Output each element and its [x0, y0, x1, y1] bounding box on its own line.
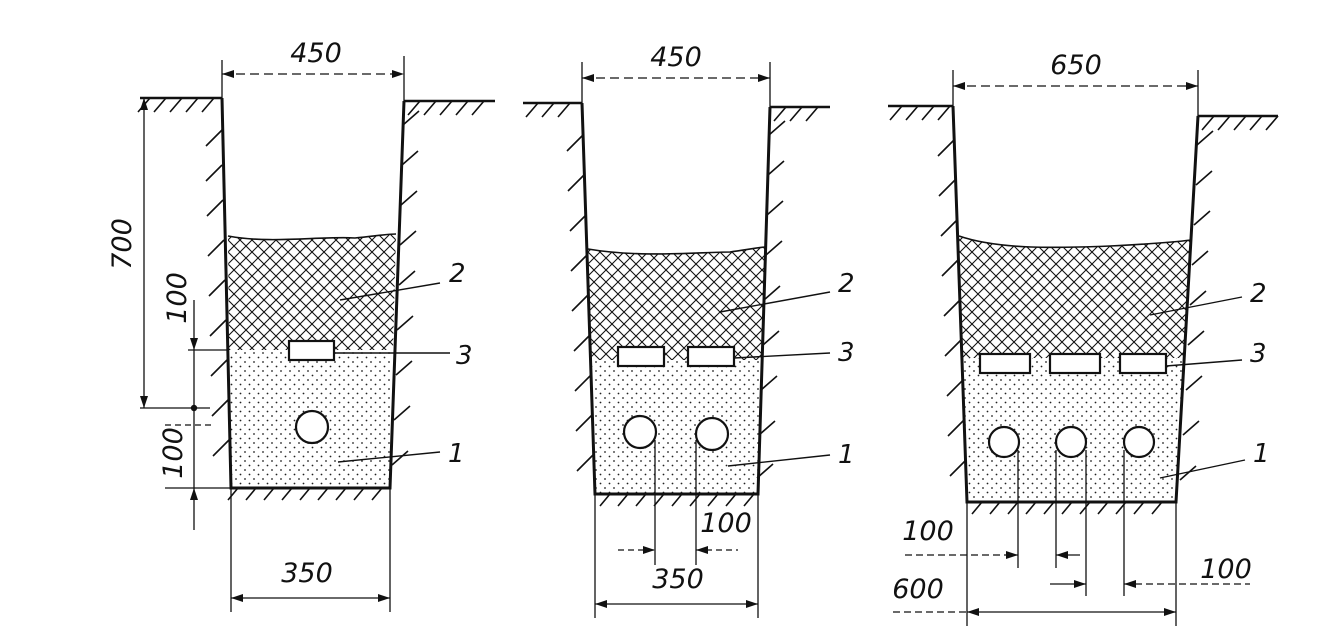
cable-pipe [622, 414, 658, 450]
cable-pipe [987, 425, 1021, 459]
cover-plate [686, 345, 736, 368]
cable-pipe [694, 416, 730, 452]
soil-hatch [1179, 130, 1214, 481]
upper-layer-label: 100 [162, 272, 193, 324]
callout-label-backfill: 2 [1250, 279, 1267, 309]
backfill-layer [588, 247, 765, 360]
cable-pipe [1054, 425, 1088, 459]
soil-hatch [566, 134, 594, 472]
pipe-spacing-label: 100 [700, 508, 752, 539]
backfill-layer [228, 234, 396, 350]
soil-hatch [205, 129, 230, 457]
trench-1: 2 3 1 450 350 700 100 100 [107, 38, 495, 612]
cable-pipe [1122, 425, 1156, 459]
callout-label-backfill: 2 [449, 259, 466, 289]
trench-wall [580, 102, 772, 496]
trench-wall [220, 97, 406, 490]
soil-hatch [137, 97, 215, 113]
soil-hatch [1201, 115, 1279, 131]
bottom-width-label: 600 [892, 574, 944, 605]
callout-label-pipe: 1 [1253, 439, 1270, 469]
soil-hatch [773, 106, 819, 122]
soil-hatch [391, 110, 420, 466]
lower-layer-label: 100 [158, 427, 189, 479]
soil-hatch [937, 139, 967, 477]
callout-label-pipe: 1 [448, 439, 465, 469]
top-width-label: 450 [290, 38, 342, 69]
depth-label: 700 [107, 218, 138, 270]
bottom-width-label: 350 [652, 564, 704, 595]
bottom-width-label: 350 [281, 558, 333, 589]
cover-plate [616, 345, 666, 368]
cover-plate [1048, 352, 1102, 375]
cover-plate [1118, 352, 1168, 375]
pipe-spacing-label: 100 [902, 516, 954, 547]
callout-label-pipe: 1 [838, 440, 855, 470]
soil-hatch [525, 102, 571, 118]
cover-plate [287, 339, 336, 362]
trench-3: 100 100 2 3 1 650 600 [888, 50, 1279, 626]
sand-bed-layer [591, 360, 762, 494]
top-width-label: 650 [1050, 50, 1102, 81]
soil-hatch [599, 493, 755, 507]
soil-hatch [756, 120, 786, 479]
callout-label-plate: 3 [456, 341, 473, 371]
cover-plate [978, 352, 1032, 375]
soil-hatch [971, 501, 1163, 515]
trench-wall [951, 105, 1200, 504]
callout-label-backfill: 2 [838, 269, 855, 299]
soil-hatch [227, 487, 383, 501]
callout-label-plate: 3 [1250, 339, 1267, 369]
top-width-label: 450 [650, 42, 702, 73]
pipe-spacing-right-label: 100 [1200, 554, 1252, 585]
backfill-layer [959, 236, 1191, 358]
soil-hatch [889, 105, 951, 121]
cable-pipe [294, 409, 330, 445]
trench-2: 100 2 3 1 450 350 [523, 42, 855, 618]
soil-hatch [407, 100, 485, 116]
callout-label-plate: 3 [838, 338, 855, 368]
